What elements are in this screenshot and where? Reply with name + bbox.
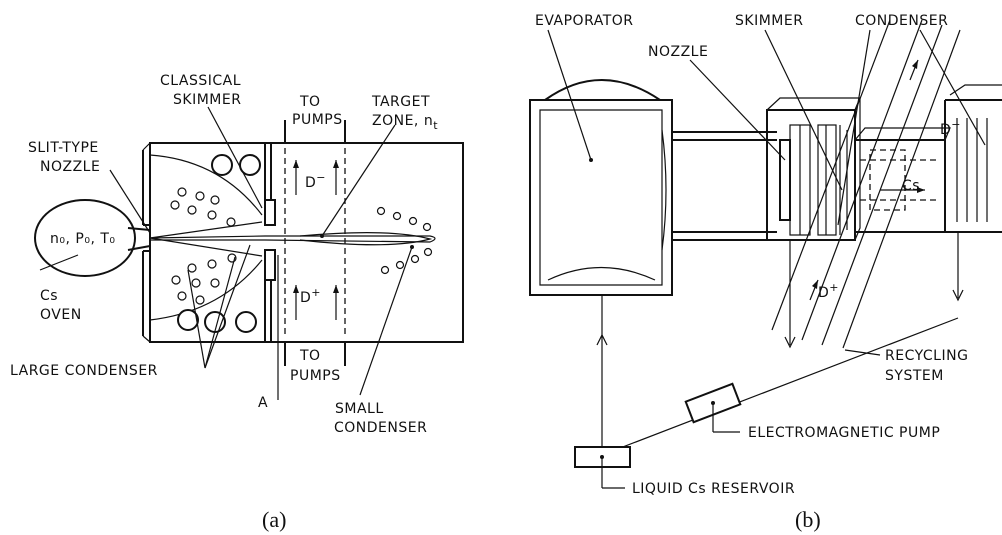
panel-b: EVAPORATOR NOZZLE SKIMMER CONDENSER D− C… [529, 13, 1002, 532]
pump-ports [284, 120, 346, 366]
label-d-plus-b: D+ [818, 281, 839, 301]
connecting-pipe [671, 131, 777, 241]
label-reservoir: LIQUID Cs RESERVOIR [632, 481, 795, 497]
label-condenser-b: CONDENSER [855, 13, 948, 29]
label-classical: CLASSICAL [160, 73, 241, 89]
label-nozzle-a: NOZZLE [40, 159, 100, 175]
jet-beam [149, 235, 436, 243]
label-condenser-a: CONDENSER [334, 420, 427, 436]
jet-fan [149, 221, 263, 257]
panel-a: SLIT-TYPE NOZZLE CLASSICAL SKIMMER TO PU… [10, 73, 464, 532]
condenser-box [944, 84, 1002, 233]
label-recycling: RECYCLING [885, 348, 968, 364]
oven-neck [127, 227, 151, 251]
caption-b: (b) [795, 507, 821, 532]
label-skimmer-b: SKIMMER [735, 13, 803, 29]
label-cs: Cs [40, 288, 58, 304]
condenser-arc-top [149, 154, 263, 216]
label-a: A [258, 395, 268, 411]
d-ion-arrows [293, 160, 339, 320]
label-small: SMALL [335, 401, 384, 417]
label-pumps-top: PUMPS [292, 112, 343, 128]
cs-oven [34, 199, 136, 277]
label-slit-type: SLIT-TYPE [28, 140, 99, 156]
caption-a: (a) [262, 507, 286, 532]
label-to-top: TO [299, 94, 321, 110]
label-d-plus-a: D+ [300, 286, 321, 306]
ion-beam-tubes [771, 19, 961, 349]
label-to-bottom: TO [299, 348, 321, 364]
small-condenser [376, 206, 433, 275]
label-d-minus-a: D− [305, 171, 326, 191]
label-nozzle-b: NOZZLE [648, 44, 708, 60]
beam-tail [299, 232, 433, 246]
leader-lines-b [547, 29, 986, 489]
label-evaporator: EVAPORATOR [535, 13, 634, 29]
label-large-condenser: LARGE CONDENSER [10, 363, 158, 379]
evaporator [529, 79, 673, 296]
main-chamber [142, 142, 464, 343]
label-cs-b: Cs [902, 178, 920, 194]
label-oven: OVEN [40, 307, 82, 323]
label-zone: ZONE, nt [372, 113, 438, 132]
nozzle-skimmer-box [766, 97, 861, 241]
label-d-minus-b: D− [940, 118, 961, 138]
condenser-arc-bottom [149, 259, 263, 321]
label-skimmer-a: SKIMMER [173, 92, 241, 108]
label-oven-params: n₀, P₀, T₀ [50, 231, 116, 247]
label-em-pump: ELECTROMAGNETIC PUMP [748, 425, 940, 441]
leader-lines-a [39, 106, 414, 396]
skimmer-wall [264, 143, 276, 342]
label-system: SYSTEM [885, 368, 944, 384]
recycling-lines [596, 232, 964, 456]
label-target: TARGET [371, 94, 430, 110]
label-pumps-bottom: PUMPS [290, 368, 341, 384]
